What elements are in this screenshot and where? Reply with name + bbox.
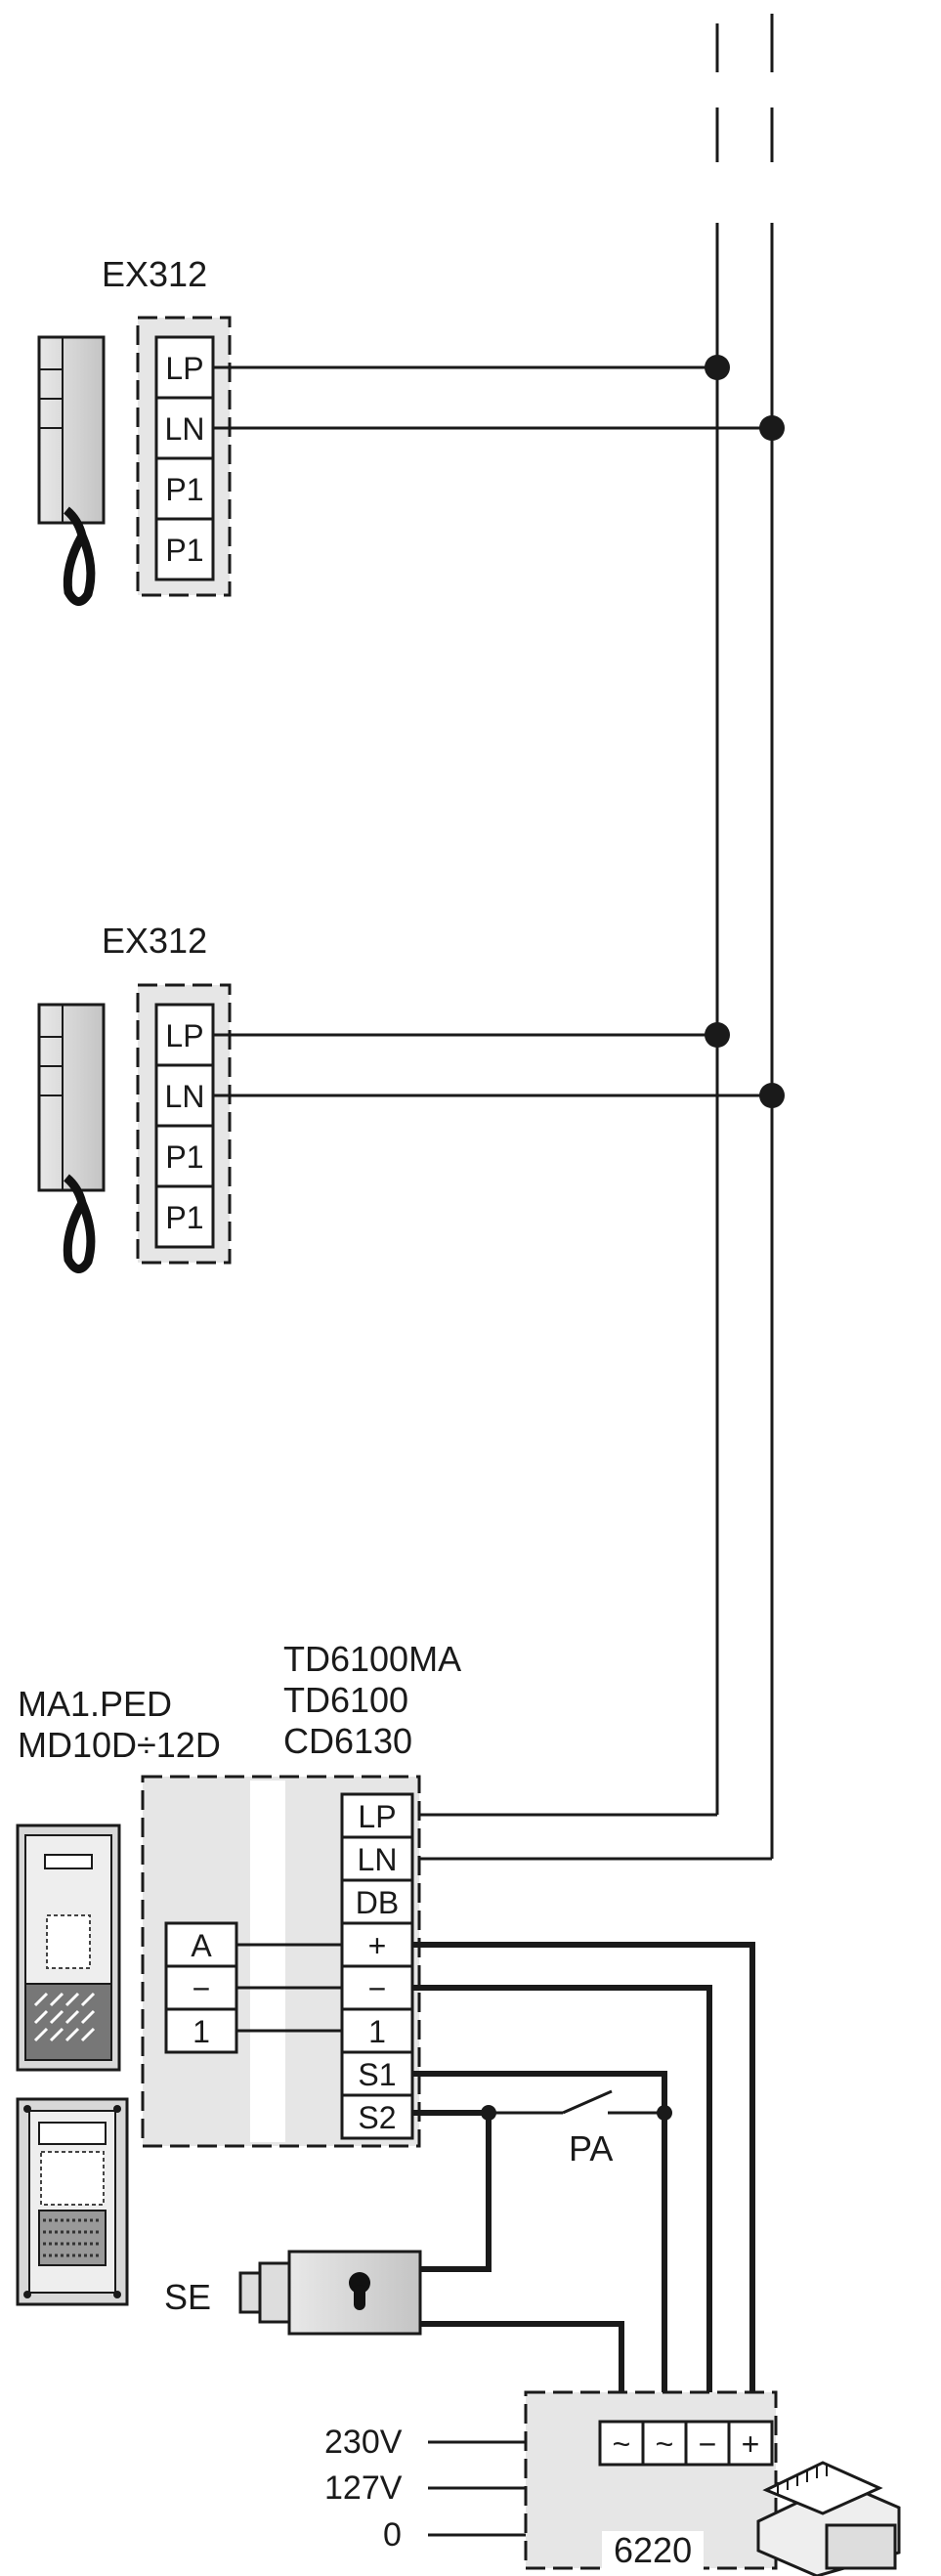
handset-1-icon <box>37 335 106 606</box>
din-rail-module-icon <box>756 2461 901 2576</box>
pushbutton-label: PA <box>569 2128 613 2168</box>
panel-model-1: MA1.PED <box>18 1684 172 1724</box>
psu-terminal-plus: + <box>742 2426 760 2462</box>
module-terminal-ln: LN <box>358 1842 398 1877</box>
keypad-terminal-1: 1 <box>192 2014 210 2049</box>
junction-dot <box>759 415 785 441</box>
module-model-3: CD6130 <box>283 1721 412 1761</box>
handset-1-terminal-lp: LP <box>165 351 203 386</box>
handset-1-group: EX312 LP LN P1 P1 <box>37 254 785 606</box>
handset-1-terminal-p1a: P1 <box>165 472 203 507</box>
electric-lock-icon <box>238 2250 422 2336</box>
keypad-terminal-a: A <box>191 1928 212 1963</box>
junction-dot <box>759 1083 785 1108</box>
psu-input-230v: 230V <box>324 2424 403 2461</box>
module-model-2: TD6100 <box>283 1680 408 1720</box>
keypad-terminal-minus: − <box>192 1971 211 2006</box>
handset-2-terminal-ln: LN <box>165 1079 205 1114</box>
psu-input-0: 0 <box>383 2516 402 2554</box>
module-terminal-lp: LP <box>358 1799 396 1834</box>
module-terminal-plus: + <box>368 1928 387 1963</box>
handset-1-terminal-p1b: P1 <box>165 533 203 568</box>
power-wiring <box>412 1942 755 2422</box>
entrance-terminal-block: LP LN DB + − 1 S1 S2 A − 1 <box>141 1775 421 2148</box>
psu-input-127v: 127V <box>324 2469 403 2507</box>
handset-1-model: EX312 <box>102 254 207 294</box>
power-supply: ~ ~ − + 6220 230V 127V 0 <box>324 2390 778 2570</box>
entrance-labels: MA1.PED MD10D÷12D TD6100MA TD6100 CD6130 <box>18 1639 461 1765</box>
handset-2-terminal-p1b: P1 <box>165 1200 203 1235</box>
module-terminal-1: 1 <box>368 2014 386 2049</box>
module-terminal-s1: S1 <box>358 2057 396 2092</box>
junction-dot <box>705 355 730 380</box>
module-terminal-s2: S2 <box>358 2100 396 2135</box>
module-terminal-db: DB <box>356 1885 399 1920</box>
handset-2-terminal-lp: LP <box>165 1018 203 1053</box>
handset-2-group: EX312 LP LN P1 P1 <box>37 921 785 1273</box>
module-model-1: TD6100MA <box>283 1639 461 1679</box>
junction-dot <box>705 1022 730 1048</box>
handset-2-model: EX312 <box>102 921 207 961</box>
junction-dot <box>481 2105 496 2121</box>
handset-2-icon <box>37 1003 106 1273</box>
psu-terminal-minus: − <box>699 2426 717 2462</box>
panel-model-2: MD10D÷12D <box>18 1725 221 1765</box>
junction-dot <box>657 2105 672 2121</box>
psu-terminal-ac2: ~ <box>656 2426 674 2462</box>
riser-bus <box>415 14 774 1861</box>
handset-2-terminal-p1a: P1 <box>165 1139 203 1175</box>
psu-terminal-ac1: ~ <box>613 2426 631 2462</box>
entrance-panel-icon <box>16 1824 121 2072</box>
module-terminal-minus: − <box>368 1971 387 2006</box>
lock-label: SE <box>164 2277 211 2317</box>
handset-1-terminal-ln: LN <box>165 411 205 447</box>
psu-model: 6220 <box>614 2530 692 2570</box>
keypad-panel-icon <box>16 2097 129 2306</box>
pushbutton-switch <box>489 2089 664 2115</box>
